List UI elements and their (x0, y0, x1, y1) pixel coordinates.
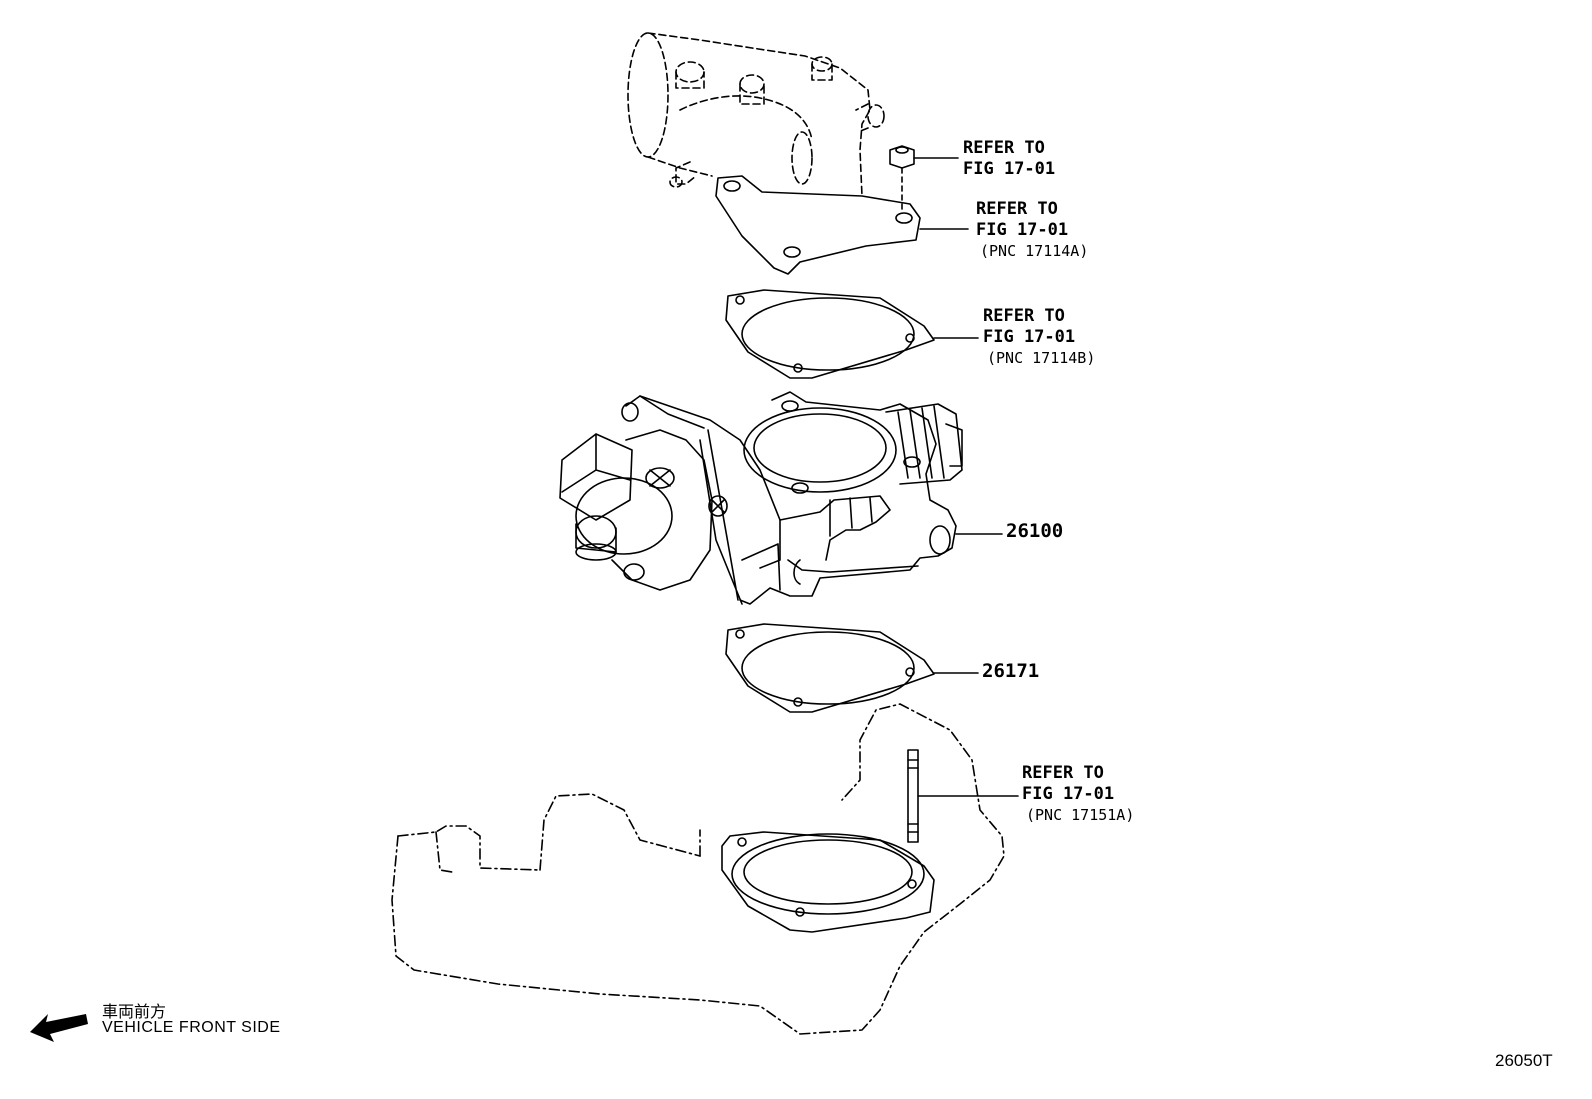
callout-upper-gasket: REFER TO FIG 17-01 (PNC 17114B) (983, 306, 1095, 369)
water-outlet-flange (716, 176, 920, 274)
callout-water-outlet-pnc: (PNC 17114A) (980, 242, 1089, 260)
water-outlet-housing (628, 33, 884, 196)
callout-stud-pnc: (PNC 17151A) (1026, 806, 1135, 824)
intake-manifold (392, 704, 1004, 1034)
callout-water-outlet-line1: REFER TO (976, 199, 1058, 219)
callout-stud-line2: FIG 17-01 (1022, 784, 1115, 804)
callout-stud: REFER TO FIG 17-01 (PNC 17151A) (1022, 763, 1134, 826)
callout-water-outlet-line2: FIG 17-01 (976, 220, 1069, 240)
front-indicator-english: VEHICLE FRONT SIDE (102, 1019, 281, 1036)
stud-bolt (908, 750, 918, 842)
callout-nut-line2: FIG 17-01 (963, 159, 1056, 179)
figure-code: 26050T (1495, 1051, 1553, 1070)
callout-water-outlet: REFER TO FIG 17-01 (PNC 17114A) (976, 199, 1088, 262)
callout-nut-line1: REFER TO (963, 138, 1045, 158)
part-number-throttle-body: 26100 (1006, 520, 1064, 542)
front-indicator-japanese: 車両前方 (102, 1002, 167, 1021)
upper-gasket (726, 290, 934, 378)
part-number-gasket: 26171 (982, 660, 1040, 682)
callout-upper-gasket-line2: FIG 17-01 (983, 327, 1076, 347)
vehicle-front-arrow-icon (30, 1014, 88, 1042)
lower-gasket (726, 624, 934, 712)
callout-upper-gasket-line1: REFER TO (983, 306, 1065, 326)
callout-stud-line1: REFER TO (1022, 763, 1104, 783)
callout-upper-gasket-pnc: (PNC 17114B) (987, 349, 1096, 367)
manifold-flange (722, 832, 934, 932)
callout-nut: REFER TO FIG 17-01 (963, 138, 1055, 180)
flange-nut (890, 146, 914, 210)
throttle-body (560, 392, 962, 604)
